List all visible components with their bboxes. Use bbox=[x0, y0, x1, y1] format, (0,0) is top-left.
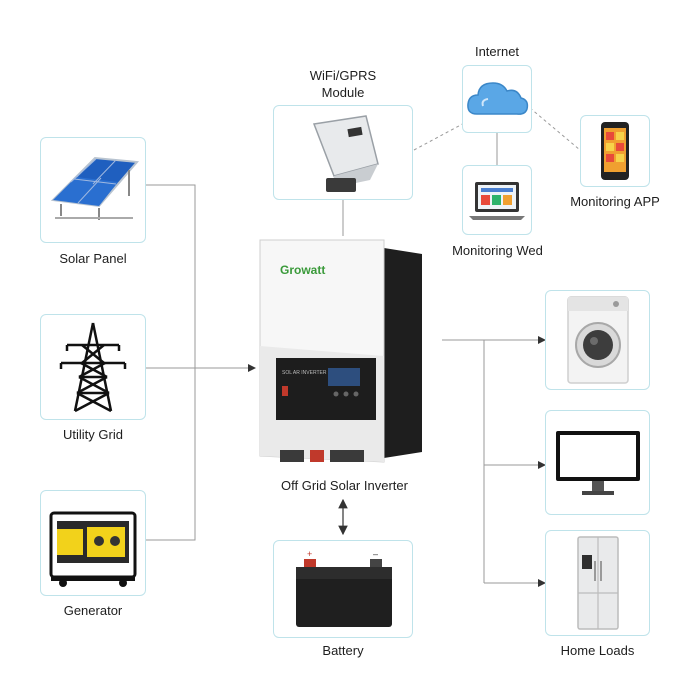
wifi-module-label-line1: WiFi/GPRS bbox=[309, 68, 377, 83]
monitor-box bbox=[545, 410, 650, 515]
utility-grid-label: Utility Grid bbox=[63, 427, 123, 442]
wifi-module-box bbox=[273, 105, 413, 200]
monitoring-web-label: Monitoring Wed bbox=[452, 243, 543, 258]
wifi-module-icon bbox=[312, 115, 379, 192]
cloud-icon bbox=[467, 82, 529, 115]
laptop-icon bbox=[469, 182, 525, 220]
inverter-icon: Growatt SOL AR INVERTER bbox=[259, 239, 422, 463]
generator-wire bbox=[146, 368, 196, 541]
generator-label: Generator bbox=[63, 603, 123, 618]
battery-box: + – bbox=[273, 540, 413, 638]
svg-text:+: + bbox=[307, 549, 312, 559]
inverter-brand: Growatt bbox=[280, 263, 325, 277]
utility-grid-box bbox=[40, 314, 146, 420]
wifi-internet-link bbox=[413, 119, 471, 151]
solar-panel-icon bbox=[50, 156, 140, 220]
internet-app-link bbox=[529, 107, 581, 151]
phone-icon bbox=[601, 122, 629, 180]
inverter-label: Off Grid Solar Inverter bbox=[281, 478, 408, 493]
inverter-model: SOL AR INVERTER bbox=[282, 370, 327, 376]
washing-machine-icon bbox=[567, 296, 629, 384]
monitor-icon bbox=[556, 431, 640, 495]
fridge-icon bbox=[577, 536, 619, 630]
wifi-module-label-line2: Module bbox=[321, 85, 365, 100]
home-loads-label: Home Loads bbox=[560, 643, 635, 658]
svg-text:–: – bbox=[373, 549, 378, 559]
monitoring-app-box bbox=[580, 115, 650, 187]
generator-icon bbox=[49, 511, 137, 587]
washing-machine-box bbox=[545, 290, 650, 390]
monitoring-web-box bbox=[462, 165, 532, 235]
internet-box bbox=[462, 65, 532, 133]
solar-wire bbox=[146, 184, 196, 368]
monitoring-app-label: Monitoring APP bbox=[570, 194, 660, 209]
internet-label: Internet bbox=[474, 44, 520, 59]
solar-panel-box bbox=[40, 137, 146, 243]
pylon-icon bbox=[59, 322, 127, 413]
generator-box bbox=[40, 490, 146, 596]
battery-icon: + – bbox=[296, 549, 392, 627]
battery-label: Battery bbox=[322, 643, 364, 658]
solar-panel-label: Solar Panel bbox=[59, 251, 127, 266]
fridge-box bbox=[545, 530, 650, 636]
